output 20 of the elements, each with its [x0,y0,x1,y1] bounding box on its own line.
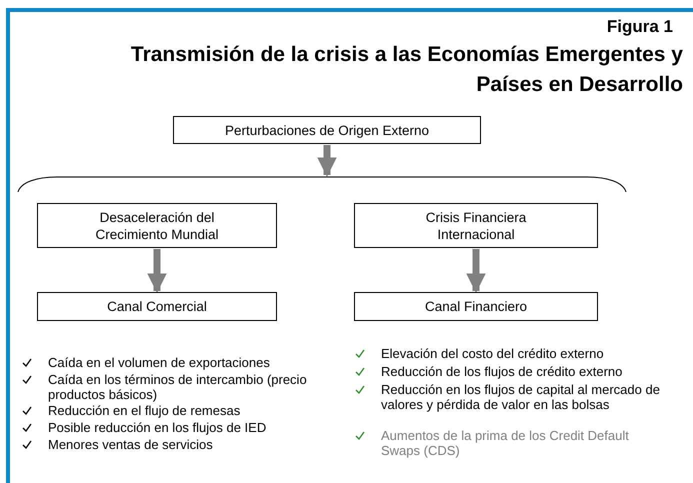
list-item: Elevación del costo del crédito externo [381,346,604,361]
list-item: Menores ventas de servicios [48,437,213,452]
list-item: Posible reducción en los flujos de IED [48,420,266,435]
arrow [466,249,486,293]
arrow [147,249,167,293]
curly-brace [17,176,627,192]
process-box: Canal Comercial [37,292,277,321]
process-box: Crisis Financiera Internacional [354,203,598,248]
list-item: Caída en el volumen de exportaciones [48,355,270,370]
list-item: Reducción en los flujos de capital al mercado de valores y pérdida de valor en las bolsas [381,382,660,412]
process-box: Canal Financiero [354,292,598,321]
process-box: Desaceleración del Crecimiento Mundial [37,203,277,248]
figure-number: Figura 1 [606,17,673,37]
list-item: Caída en los términos de intercambio (precio productos básicos) [48,372,307,402]
list-item: Aumentos de la prima de los Credit Default Swaps (CDS) [381,428,629,458]
arrow [317,145,337,177]
list-item: Reducción en el flujo de remesas [48,403,240,418]
process-box: Perturbaciones de Origen Externo [173,116,481,144]
figure-title: Transmisión de la crisis a las Economías Emergentes y Países en Desarrollo [130,42,683,98]
list-item: Reducción de los flujos de crédito externo [381,364,622,379]
